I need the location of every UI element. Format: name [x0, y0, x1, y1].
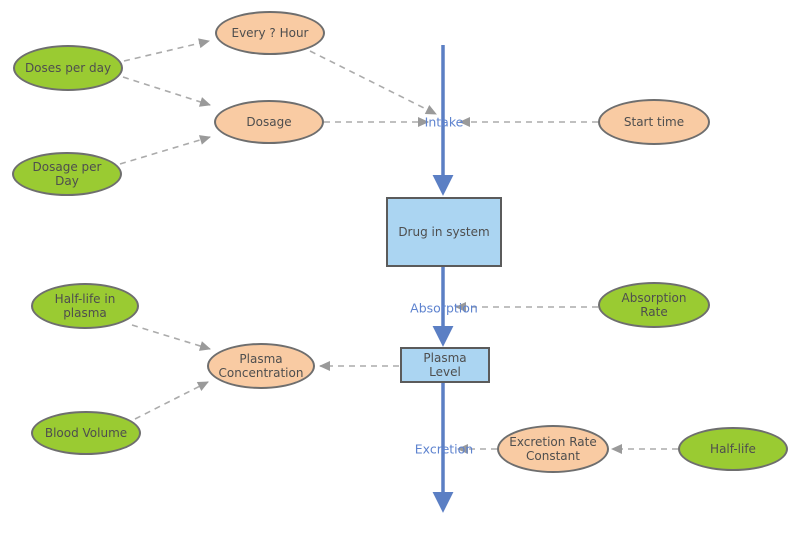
connector-every-hour-to-intake [309, 50, 437, 115]
stock-plasma-level[interactable]: Plasma Level [400, 347, 490, 383]
node-half-life[interactable]: Half-life [678, 427, 788, 471]
stock-drug-in-system[interactable]: Drug in system [386, 197, 502, 267]
node-start-time[interactable]: Start time [598, 99, 710, 145]
node-dosage-per-day[interactable]: Dosage per Day [12, 152, 122, 196]
node-half-life-in-plasma[interactable]: Half-life in plasma [31, 283, 139, 329]
node-blood-volume[interactable]: Blood Volume [31, 411, 141, 455]
connector-doses-per-day-to-dosage [122, 76, 211, 107]
node-plasma-concentration[interactable]: Plasma Concentration [207, 343, 315, 389]
node-dosage[interactable]: Dosage [214, 100, 324, 144]
stock-label: Plasma Level [423, 350, 467, 379]
node-label: Dosage per Day [32, 159, 102, 188]
node-absorption-rate[interactable]: Absorption Rate [598, 282, 710, 328]
node-label: Dosage [246, 114, 292, 129]
node-label: Plasma Concentration [218, 351, 304, 380]
node-doses-per-day[interactable]: Doses per day [13, 45, 123, 91]
connector-half-life-in-plasma-to-plasma-concentration [131, 324, 211, 351]
node-label: Half-life [710, 441, 756, 456]
node-label: Blood Volume [44, 425, 128, 440]
node-label: Half-life in plasma [54, 291, 116, 320]
flow-label-intake[interactable]: Intake [424, 114, 464, 130]
node-every-hour[interactable]: Every ? Hour [215, 11, 325, 55]
node-label: Doses per day [24, 60, 112, 75]
node-label: Start time [623, 114, 685, 129]
node-excretion-rate-constant[interactable]: Excretion Rate Constant [497, 425, 609, 473]
flow-label-absorption[interactable]: Absorption [410, 300, 478, 316]
connector-dosage-per-day-to-dosage [119, 135, 211, 165]
node-label: Excretion Rate Constant [509, 434, 597, 463]
flow-label-excretion[interactable]: Excretion [414, 441, 474, 457]
node-label: Every ? Hour [231, 25, 309, 40]
node-label: Absorption Rate [621, 290, 687, 319]
connector-doses-per-day-to-every-hour [123, 38, 210, 62]
connector-blood-volume-to-plasma-concentration [134, 381, 209, 420]
stock-label: Drug in system [398, 224, 490, 239]
